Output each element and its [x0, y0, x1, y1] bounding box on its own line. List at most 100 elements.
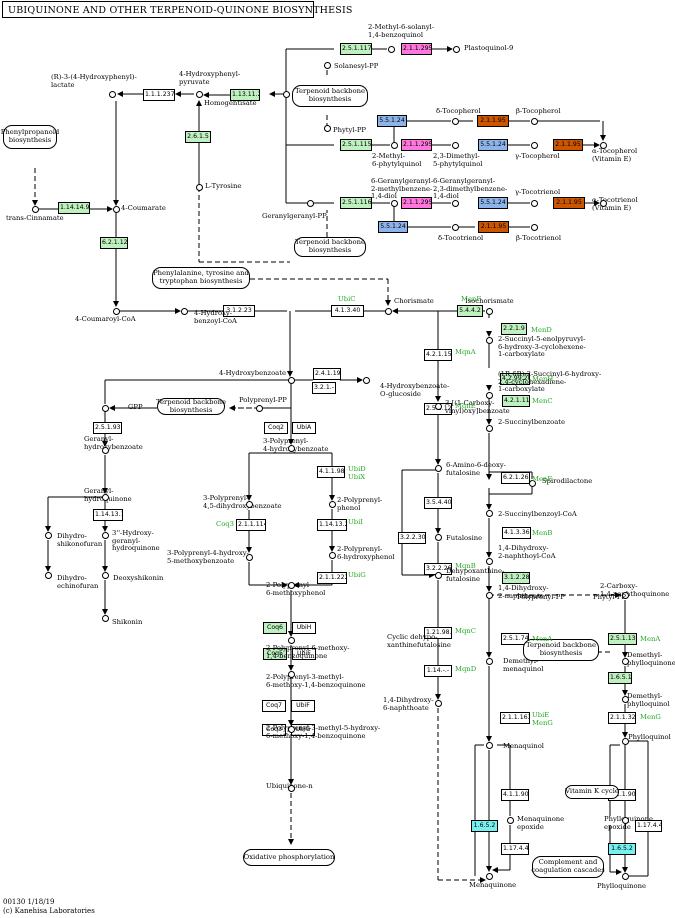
- gene-label[interactable]: MqnB: [455, 562, 476, 570]
- compound-node[interactable]: [323, 124, 331, 132]
- enzyme-box[interactable]: 2.1.1.95: [553, 197, 585, 209]
- gene-label[interactable]: MenD: [531, 326, 552, 334]
- pathway-link[interactable]: Terpenoid backbone biosynthesis: [523, 639, 599, 661]
- gene-label[interactable]: MenE: [532, 475, 553, 483]
- compound-node[interactable]: [599, 141, 607, 149]
- compound-node[interactable]: [328, 500, 336, 508]
- pathway-link[interactable]: Vitamin K cycle: [565, 785, 619, 799]
- compound-node[interactable]: [101, 404, 109, 412]
- enzyme-box[interactable]: Coq2: [264, 422, 288, 434]
- compound-node[interactable]: [108, 90, 116, 98]
- enzyme-box[interactable]: 2.1.1.95: [553, 139, 583, 151]
- compound-node[interactable]: [287, 581, 295, 589]
- enzyme-box[interactable]: 2.1.1.295: [401, 139, 432, 151]
- compound-node[interactable]: [434, 533, 442, 541]
- compound-node[interactable]: [101, 531, 109, 539]
- compound-node[interactable]: [530, 199, 538, 207]
- enzyme-box[interactable]: 4.1.3.40: [331, 305, 364, 317]
- compound-node[interactable]: [530, 141, 538, 149]
- enzyme-box[interactable]: Coq6: [263, 622, 287, 634]
- enzyme-box[interactable]: 2.1.1.295: [401, 43, 432, 55]
- pathway-link[interactable]: Terpenoid backbone biosynthesis: [292, 85, 368, 107]
- enzyme-box[interactable]: 2.1.1.222: [317, 572, 347, 584]
- gene-label[interactable]: MenF: [461, 295, 482, 303]
- compound-node[interactable]: [101, 614, 109, 622]
- compound-node[interactable]: [485, 424, 493, 432]
- compound-node[interactable]: [328, 551, 336, 559]
- compound-node[interactable]: [195, 183, 203, 191]
- enzyme-box[interactable]: 2.1.1.163: [500, 712, 530, 724]
- compound-node[interactable]: [101, 493, 109, 501]
- compound-node[interactable]: [451, 141, 459, 149]
- compound-node[interactable]: [451, 117, 459, 125]
- gene-label[interactable]: MenG: [640, 713, 661, 721]
- gene-label[interactable]: MenC: [532, 397, 553, 405]
- compound-node[interactable]: [621, 695, 629, 703]
- compound-node[interactable]: [451, 223, 459, 231]
- enzyme-box[interactable]: 5.5.1.24: [478, 139, 508, 151]
- compound-node[interactable]: [282, 90, 290, 98]
- pathway-link[interactable]: Oxidative phosphorylation: [243, 849, 335, 866]
- compound-node[interactable]: [195, 90, 203, 98]
- enzyme-box[interactable]: 1.17.4.4: [501, 843, 529, 855]
- compound-node[interactable]: [287, 670, 295, 678]
- gene-label[interactable]: MqnA: [455, 348, 476, 356]
- enzyme-box[interactable]: 1.1.1.237: [143, 89, 175, 101]
- compound-node[interactable]: [451, 199, 459, 207]
- compound-node[interactable]: [31, 205, 39, 213]
- enzyme-box[interactable]: UbiA: [292, 422, 316, 434]
- compound-node[interactable]: [506, 816, 514, 824]
- compound-node[interactable]: [101, 446, 109, 454]
- pathway-link[interactable]: Terpenoid backbone biosynthesis: [156, 397, 226, 415]
- compound-node[interactable]: [44, 531, 52, 539]
- gene-label[interactable]: UbiG: [348, 571, 366, 579]
- enzyme-box[interactable]: 6.2.1.26: [501, 472, 530, 484]
- enzyme-box[interactable]: 2.1.1.329: [608, 712, 636, 724]
- pathway-link[interactable]: Phenylpropanoid biosynthesis: [1, 125, 59, 149]
- enzyme-box[interactable]: 5.5.1.24: [478, 197, 508, 209]
- enzyme-box[interactable]: UbiE: [292, 648, 316, 660]
- enzyme-box[interactable]: 2.4.1.194: [313, 368, 341, 380]
- gene-label[interactable]: MqnC: [455, 627, 476, 635]
- compound-node[interactable]: [485, 741, 493, 749]
- compound-node[interactable]: [245, 553, 253, 561]
- compound-node[interactable]: [485, 336, 493, 344]
- compound-node[interactable]: [434, 402, 442, 410]
- enzyme-box[interactable]: 4.2.99.20: [500, 373, 530, 385]
- compound-node[interactable]: [287, 444, 295, 452]
- gene-label[interactable]: UbiD UbiX: [348, 465, 366, 481]
- compound-node[interactable]: [621, 657, 629, 665]
- compound-node[interactable]: [485, 391, 493, 399]
- compound-node[interactable]: [112, 205, 120, 213]
- compound-node[interactable]: [621, 737, 629, 745]
- compound-node[interactable]: [434, 464, 442, 472]
- compound-node[interactable]: [44, 571, 52, 579]
- enzyme-box[interactable]: 2.5.1.117: [340, 43, 372, 55]
- compound-node[interactable]: [485, 509, 493, 517]
- compound-node[interactable]: [362, 376, 370, 384]
- enzyme-box[interactable]: 4.1.1.90: [501, 789, 529, 801]
- enzyme-box[interactable]: 1.6.5.2: [471, 820, 498, 832]
- enzyme-box[interactable]: 2.5.1.130: [608, 633, 637, 645]
- enzyme-box[interactable]: 1.6.5.12: [608, 672, 632, 684]
- gene-label[interactable]: Coq3: [216, 520, 234, 528]
- compound-node[interactable]: [434, 571, 442, 579]
- enzyme-box[interactable]: 1.14.-.-: [424, 665, 452, 677]
- enzyme-box[interactable]: 1.13.11.27: [230, 89, 260, 101]
- enzyme-box[interactable]: UbiF: [291, 700, 315, 712]
- compound-node[interactable]: [323, 61, 331, 69]
- enzyme-box[interactable]: 2.1.1.95: [478, 221, 509, 233]
- enzyme-box[interactable]: 3.2.1.-: [312, 382, 336, 394]
- gene-label[interactable]: UbiE MenG: [532, 711, 553, 727]
- compound-node[interactable]: [485, 872, 493, 880]
- enzyme-box[interactable]: 2.5.1.116: [340, 197, 372, 209]
- compound-node[interactable]: [485, 307, 493, 315]
- enzyme-box[interactable]: 1.6.5.2: [608, 843, 636, 855]
- enzyme-box[interactable]: UbiH: [292, 622, 316, 634]
- compound-node[interactable]: [101, 571, 109, 579]
- enzyme-box[interactable]: 2.1.1.95: [477, 115, 509, 127]
- enzyme-box[interactable]: 2.5.1.93: [93, 422, 122, 434]
- compound-node[interactable]: [621, 591, 629, 599]
- compound-node[interactable]: [485, 657, 493, 665]
- enzyme-box[interactable]: 2.2.1.9: [501, 323, 527, 335]
